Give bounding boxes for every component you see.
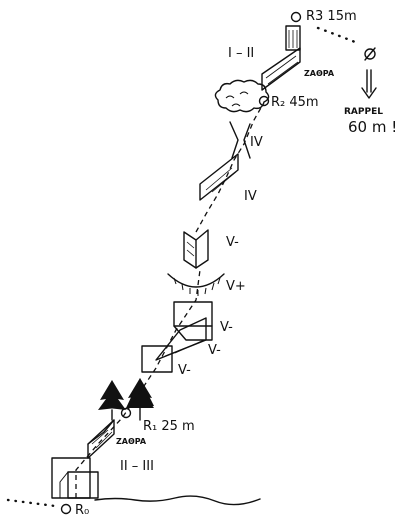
pitch1-boxes bbox=[51, 457, 99, 499]
belay-r0: R₀ bbox=[60, 503, 89, 518]
belay-r0-label: R₀ bbox=[75, 503, 89, 518]
belay-r3-label: R3 15m bbox=[306, 9, 357, 24]
grade-pitch4: I – II bbox=[228, 46, 254, 61]
pitch2-upper-box bbox=[173, 301, 213, 341]
chimney bbox=[229, 121, 251, 159]
grade-pitch2a: V- bbox=[178, 363, 191, 378]
belay-r1: R₁ 25 m bbox=[120, 407, 195, 434]
grade-pitch2b: V- bbox=[208, 343, 221, 358]
grade-pitch2c: V+ bbox=[226, 279, 246, 294]
grade-pitch1: II – III bbox=[120, 459, 154, 474]
note-zaopa-upper: ZAΘPA bbox=[304, 69, 335, 78]
ground-line bbox=[6, 495, 261, 508]
rappel-arrow-icon bbox=[361, 69, 377, 99]
grade-pitch3b: IV bbox=[244, 189, 257, 204]
route-line-middle bbox=[195, 105, 263, 233]
note-rappel-word: RAPPEL bbox=[344, 107, 383, 117]
belay-r1-label: R₁ 25 m bbox=[143, 419, 195, 434]
rappel-anchor-icon bbox=[364, 47, 376, 61]
pitch2-boxes bbox=[141, 317, 207, 373]
route-line-lower bbox=[75, 269, 201, 498]
ledge-lower bbox=[87, 419, 115, 459]
note-zaopa-lower: ZAΘPA bbox=[116, 437, 147, 446]
belay-r2-label: R₂ 45m bbox=[271, 95, 319, 110]
bush bbox=[214, 79, 270, 113]
note-rappel-length: 60 m ! bbox=[348, 118, 397, 136]
ledge-upper bbox=[261, 47, 301, 91]
ledge-middle bbox=[199, 153, 239, 201]
traverse-dotted-line bbox=[316, 26, 362, 46]
grade-pitch2d: V- bbox=[220, 320, 233, 335]
grade-pitch3a: IV bbox=[250, 135, 263, 150]
overhang-roof bbox=[167, 273, 225, 296]
grade-pitch2-dihedral: V- bbox=[226, 235, 239, 250]
tree-left-icon bbox=[98, 380, 126, 421]
belay-r2: R₂ 45m bbox=[258, 95, 319, 110]
dihedral bbox=[183, 229, 209, 269]
belay-r3: R3 15m bbox=[290, 9, 357, 24]
summit-pillar bbox=[285, 25, 301, 51]
